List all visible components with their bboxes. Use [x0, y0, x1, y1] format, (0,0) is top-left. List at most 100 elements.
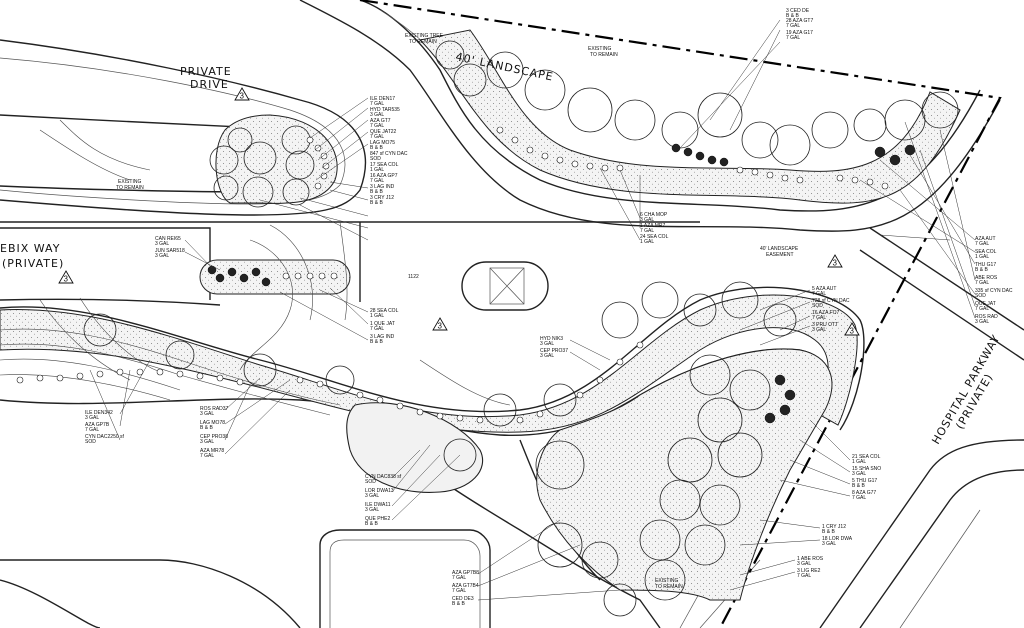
detail-tag-text: 3 — [438, 322, 443, 331]
plant-callout-cul-de-sac-3-line-0: QUE JAT22 — [370, 129, 397, 135]
plant-callout-cul-de-sac-1-line-0: HYD TAR535 — [370, 107, 400, 113]
plant-callout-center-bed-3-line-1: 3 GAL — [812, 327, 826, 333]
plant-callout-east-bed-3-line-1: 7 GAL — [975, 280, 989, 286]
plant-callout-south-mid-3-line-0: AZA MR78 — [200, 448, 224, 454]
accent-shrubs — [207, 143, 916, 424]
plant-callout-mid-top-0-line-1: 3 GAL — [640, 217, 654, 223]
plant-callout-mid-top-2-line-1: 1 GAL — [640, 239, 654, 245]
plant-callout-cul-de-sac-2-line-1: 7 GAL — [370, 123, 384, 129]
detail-tags: 3 3 3 3 3 — [58, 87, 860, 336]
plant-callout-west-strip-2-line-0: CYN DAC2250 sf — [85, 434, 125, 440]
plant-callout-south-right-lower-0-line-1: B & B — [822, 529, 835, 535]
plant-callout-west-strip-1-line-0: AZA GP7B — [85, 422, 110, 428]
plant-callout-south-center-1-line-0: LOR DWA13 — [365, 488, 394, 494]
plant-callout-island-right-1-line-1: 7 GAL — [370, 326, 384, 332]
plant-callout-east-bed-2-line-0: THU G17 — [975, 262, 996, 268]
plant-callout-south-right-3-line-1: 7 GAL — [852, 495, 866, 501]
existing-tree-note-1: EXISTING TREE — [405, 33, 444, 39]
plant-callout-cul-de-sac-7-line-0: 16 AZA GP7 — [370, 173, 398, 179]
plant-callout-east-bed-1-line-0: SEA COL — [975, 249, 997, 255]
plant-callout-cul-de-sac-7-line-1: 7 GAL — [370, 178, 384, 184]
plant-callout-east-bed-4-line-0: 335 sf CYN DAC — [975, 288, 1013, 294]
existing-note-left-1: EXISTING — [118, 179, 141, 185]
plant-callout-mid-top-1-line-0: 1 AZA MR7 — [640, 223, 666, 229]
plant-callout-east-bed-6-line-0: ROS RAD — [975, 314, 998, 320]
plant-callout-top-right-c-line-1: 7 GAL — [786, 35, 800, 41]
plant-callout-cul-de-sac-6-line-0: 17 SEA COL — [370, 162, 399, 168]
plant-callout-south-mid-2-line-1: 3 GAL — [200, 439, 214, 445]
plant-callout-east-bed-3-line-0: ABE ROS — [975, 275, 998, 281]
private-drive-label-1: PRIVATE — [180, 65, 232, 78]
plant-callout-south-right-3-line-0: 8 AZA G77 — [852, 490, 876, 496]
plant-callout-south-mid-0-line-1: 3 GAL — [200, 411, 214, 417]
plant-callout-center-bed-3-line-0: 3 PRU OTT — [812, 322, 838, 328]
plant-callout-mid-top-2-line-0: 24 SEA COL — [640, 234, 669, 240]
plant-callout-south-mid-1-line-1: B & B — [200, 425, 213, 431]
plant-callout-south-right-lower-0-line-0: 1 CRY J12 — [822, 524, 846, 530]
plant-callout-island-left-0-line-0: CAN REI65 — [155, 236, 181, 242]
detail-tag-marker: 3 — [234, 87, 250, 101]
plant-callout-top-right-c-line-0: 19 AZA G17 — [786, 30, 813, 36]
landscape-easement-right-2: EASEMENT — [766, 252, 794, 258]
plant-callout-south-right-0-line-0: 21 SEA COL — [852, 454, 881, 460]
plant-callout-top-right-b-line-0: 28 AZA GT7 — [786, 18, 813, 24]
plant-callout-top-right-a-line-1: B & B — [786, 13, 799, 19]
plant-callout-east-bed-5-line-0: QUE JAT — [975, 301, 996, 307]
plant-callout-cul-de-sac-9-line-0: 3 CRY J12 — [370, 195, 394, 201]
plant-callout-bottom-center-1-line-0: AZA GT7B4 — [452, 583, 479, 589]
plant-callout-south-mid-0-line-0: ROS RAD37 — [200, 406, 229, 412]
plant-callout-south-right-2-line-1: B & B — [852, 483, 865, 489]
plant-callout-east-bed-2-line-1: B & B — [975, 267, 988, 273]
plant-callout-south-right-1-line-0: 15 SHA SNO — [852, 466, 881, 472]
detail-tag-marker: 3 — [432, 317, 448, 331]
plant-callout-bottom-center-0-line-1: 7 GAL — [452, 575, 466, 581]
shrub-rows — [16, 126, 889, 424]
plant-callout-bottom-center-0-line-0: AZA GP7B8 — [452, 570, 479, 576]
plant-callout-south-right-lower-1-line-0: 18 LOR DWA — [822, 536, 853, 542]
plant-callout-center-bed-2-line-0: 16 AZA FO7 — [812, 310, 839, 316]
plant-callout-east-bed-0-line-0: AZA AUT — [975, 236, 996, 242]
plant-callout-east-bed-5-line-1: 7 GAL — [975, 306, 989, 312]
detail-tag-text: 3 — [240, 92, 245, 101]
plant-callout-mid-top-0-line-0: 6 CHA MOP — [640, 212, 668, 218]
plant-callout-center-bed-1-line-0: 728 sf CYN DAC — [812, 298, 850, 304]
detail-tag-text: 3 — [64, 275, 69, 284]
plant-callout-bottom-right-0-line-0: 1 ABE ROS — [797, 556, 824, 562]
plant-callout-hyd-1-line-0: CEP PRO37 — [540, 348, 568, 354]
plant-callout-island-right-1-line-0: 1 QUE JAT — [370, 321, 395, 327]
plant-callout-hyd-1-line-1: 3 GAL — [540, 353, 554, 359]
plant-callout-island-left-1-line-1: 3 GAL — [155, 253, 169, 259]
plant-callout-center-bed-1-line-1: SOD — [812, 303, 823, 309]
plant-callout-east-bed-6-line-1: 3 GAL — [975, 319, 989, 325]
plant-callout-cul-de-sac-2-line-0: AZA GT7 — [370, 118, 391, 124]
plant-callout-east-bed-0-line-1: 7 GAL — [975, 241, 989, 247]
plant-callout-west-strip-1-line-1: 7 GAL — [85, 427, 99, 433]
plant-callout-south-right-lower-1-line-1: 3 GAL — [822, 541, 836, 547]
plant-callout-west-strip-0-line-0: ILE DEN342 — [85, 410, 113, 416]
existing-note-bottom-2: TO REMAIN — [655, 584, 683, 590]
grading-contours — [0, 119, 511, 416]
plant-callout-island-right-0-line-0: 28 SEA COL — [370, 308, 399, 314]
plant-callout-cul-de-sac-6-line-1: 1 GAL — [370, 167, 384, 173]
plant-callout-south-right-2-line-0: 5 THU G17 — [852, 478, 877, 484]
hospital-parkway-label-1: HOSPITAL PARKWAY — [929, 332, 1002, 446]
ebix-way-label-1: EBIX WAY — [0, 242, 60, 255]
plant-callout-east-bed-1-line-1: 1 GAL — [975, 254, 989, 260]
plant-callout-south-center-1-line-1: 3 GAL — [365, 493, 379, 499]
plant-callout-bottom-right-1-line-1: 7 GAL — [797, 573, 811, 579]
plant-callout-center-bed-0-line-1: 7 GAL — [812, 291, 826, 297]
plant-callout-cul-de-sac-0-line-1: 7 GAL — [370, 101, 384, 107]
plant-callout-island-right-0-line-1: 1 GAL — [370, 313, 384, 319]
plant-callout-south-right-1-line-1: 3 GAL — [852, 471, 866, 477]
plant-callout-top-right-b-line-1: 7 GAL — [786, 23, 800, 29]
plant-callout-hyd-0-line-1: 3 GAL — [540, 341, 554, 347]
plant-callout-south-mid-2-line-0: CEP PRO38 — [200, 434, 228, 440]
plant-callout-cul-de-sac-9-line-1: B & B — [370, 200, 383, 206]
tree-canopies — [83, 40, 959, 617]
landscape-easement-right-1: 40' LANDSCAPE — [760, 246, 799, 252]
plant-callout-east-bed-4-line-1: SOD — [975, 293, 986, 299]
plant-callout-island-right-2-line-0: 3 LAG IND — [370, 334, 395, 340]
plant-callout-south-right-0-line-1: 1 GAL — [852, 459, 866, 465]
